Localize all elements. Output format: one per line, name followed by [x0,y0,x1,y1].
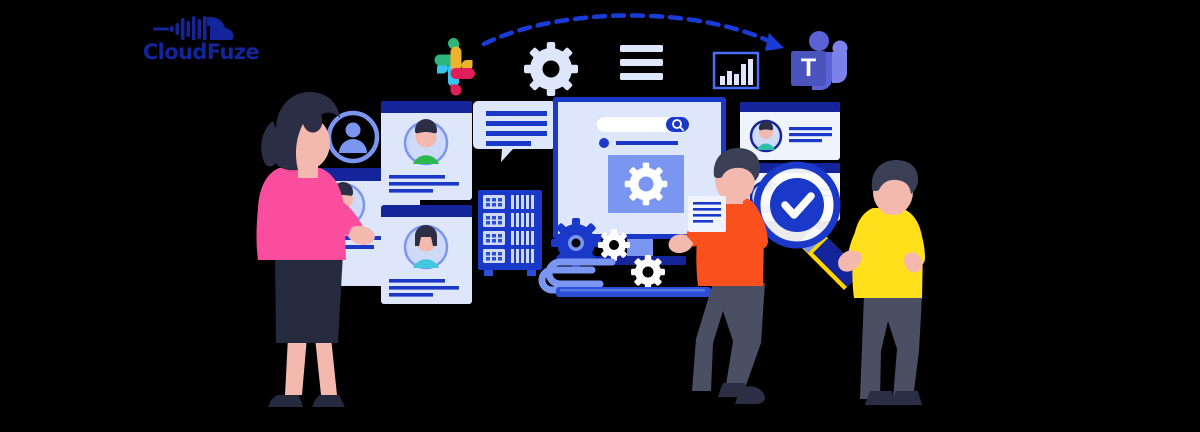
brand-name: CloudFuze [142,40,260,64]
microsoft-teams-icon: T [791,31,848,90]
cloudfuze-logo[interactable]: CloudFuze [142,14,260,66]
user-circle-icon [326,110,380,164]
dashed-migration-arrow [481,13,784,51]
bullet-line [599,138,678,148]
gear-icon [624,162,668,206]
gear-panel [608,155,684,213]
slack-icon [434,38,475,96]
avatar [403,119,449,166]
gear-small-white-icon [598,229,630,261]
bar-chart-icon [712,51,760,90]
profile-card-teal [381,205,472,304]
gear-mid-white-icon [631,255,665,289]
speech-bubble-icon [473,101,556,162]
verified-magnifier-icon [753,161,862,290]
profile-card-green [381,101,472,200]
person-woman-pink [256,92,375,407]
avatar [749,119,783,153]
magnifier-icon [672,119,684,131]
cloud-waveform-icon [153,16,234,40]
profile-card-horizontal-top [740,102,840,160]
server-rack-icon [478,190,542,276]
search-bar[interactable] [597,117,689,132]
clipboard-icon [688,196,726,232]
data-pipeline-path [538,258,711,297]
gear-icon [524,42,578,96]
person-man-yellow [838,160,925,405]
hamburger-menu-icon [620,45,663,80]
desktop-monitor [553,97,726,265]
avatar [403,224,449,270]
svg-text:T: T [801,54,816,82]
